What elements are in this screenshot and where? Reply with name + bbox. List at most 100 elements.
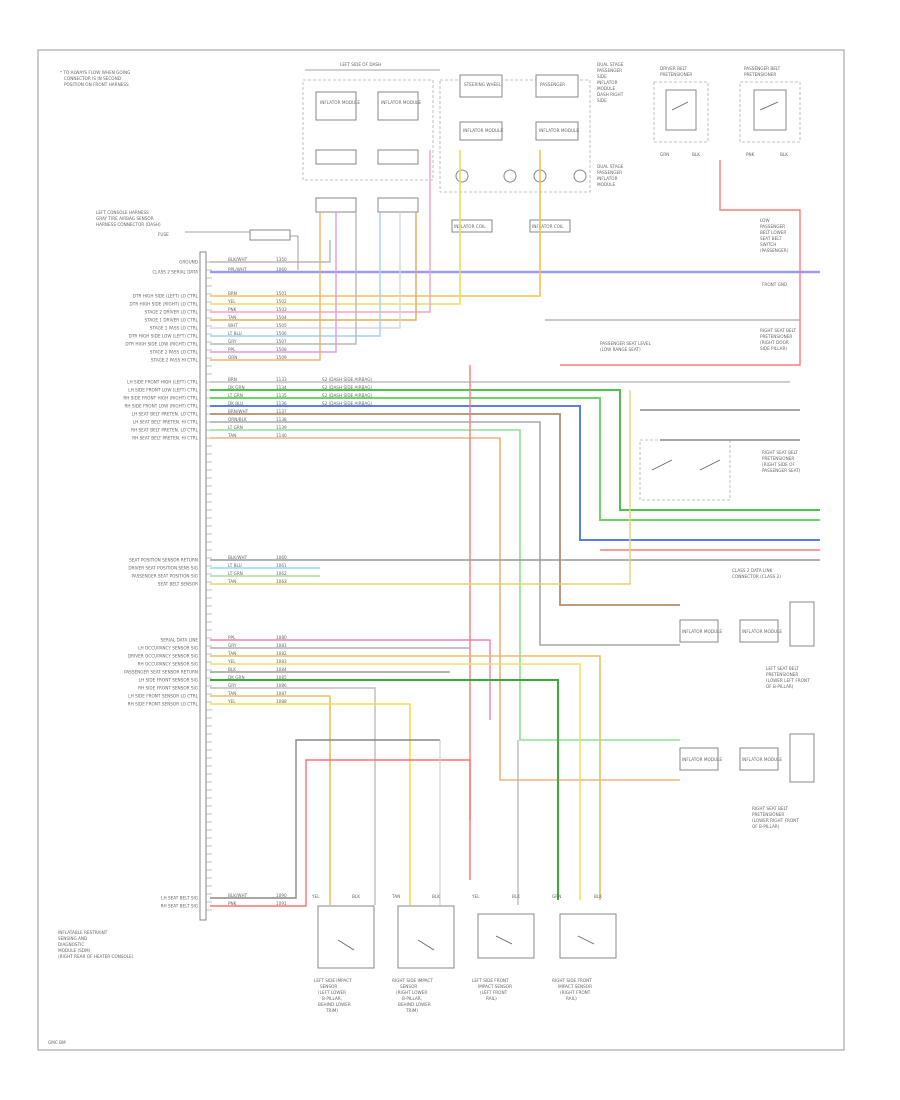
svg-text:(LEFT FRONT: (LEFT FRONT bbox=[480, 990, 508, 995]
circuit-number: 1504 bbox=[276, 315, 287, 320]
wire bbox=[210, 240, 331, 263]
svg-text:PRETENSIONER: PRETENSIONER bbox=[752, 812, 784, 817]
svg-text:PNK: PNK bbox=[746, 152, 755, 157]
svg-text:LEFT SIDE OF DASH: LEFT SIDE OF DASH bbox=[340, 62, 381, 67]
circuit-number: 1063 bbox=[276, 579, 287, 584]
passenger-belt-switch: PASSENGER BELT PRETENSIONER PNK BLK bbox=[739, 66, 801, 157]
circuit-number: 1060 bbox=[276, 267, 287, 272]
svg-text:RAIL): RAIL) bbox=[486, 996, 497, 1001]
svg-text:(RIGHT REAR OF HEATER CONSOLE): (RIGHT REAR OF HEATER CONSOLE) bbox=[58, 954, 134, 959]
svg-text:BLK: BLK bbox=[780, 152, 788, 157]
svg-text:CONNECTOR (CLASS 2): CONNECTOR (CLASS 2) bbox=[732, 574, 781, 579]
svg-text:DASH RIGHT: DASH RIGHT bbox=[597, 92, 624, 97]
pin-function-label: DTR HIGH SIDE (LEFT) LO CTRL bbox=[133, 294, 199, 299]
wire-color-code: TAN bbox=[227, 579, 236, 584]
svg-text:OF B-PILLAR): OF B-PILLAR) bbox=[766, 684, 794, 689]
svg-text:HARNESS CONNECTOR (DASH): HARNESS CONNECTOR (DASH) bbox=[96, 222, 161, 227]
wire-color-code: TAN bbox=[227, 433, 236, 438]
svg-text:IMPACT SENSOR: IMPACT SENSOR bbox=[558, 984, 592, 989]
svg-text:INFLATOR COIL: INFLATOR COIL bbox=[454, 224, 486, 229]
pin-function-label: DRIVER SEAT POSITION SENS SIG bbox=[128, 566, 198, 571]
svg-text:PRETENSIONER: PRETENSIONER bbox=[766, 672, 798, 677]
svg-text:DUAL STAGE: DUAL STAGE bbox=[597, 164, 624, 169]
wire-color-code: PPL bbox=[228, 347, 236, 352]
diagram-frame bbox=[37, 49, 845, 1051]
svg-text:(LOWER RIGHT FRONT: (LOWER RIGHT FRONT bbox=[752, 818, 799, 823]
pin-function-label: LH SEAT BELT PRETEN. HI CTRL bbox=[133, 420, 199, 425]
wire-color-code: BLK bbox=[228, 667, 236, 672]
pin-function-label: DTR HIGH SIDE (RIGHT) LO CTRL bbox=[130, 302, 199, 307]
wire-color-code: YEL bbox=[227, 699, 236, 704]
dash-side-inflator: DUAL STAGE PASSENGER SIDE INFLATOR MODUL… bbox=[597, 62, 624, 187]
wire bbox=[210, 390, 631, 585]
circuit-number: 1505 bbox=[276, 323, 287, 328]
module-title: INFLATABLE RESTRAINT SENSING AND DIAGNOS… bbox=[58, 930, 134, 959]
svg-text:BLK: BLK bbox=[692, 152, 700, 157]
circuit-number: 1136 bbox=[276, 401, 287, 406]
svg-text:GRAY TIRE AIRBAG SENSOR: GRAY TIRE AIRBAG SENSOR bbox=[96, 216, 154, 221]
left-side-impact-sensor: YEL BLK LEFT SIDE IMPACT SENSOR (LEFT LO… bbox=[311, 894, 375, 1013]
circuit-number: 1509 bbox=[276, 355, 287, 360]
wire bbox=[210, 759, 471, 907]
circuit-number: 1080 bbox=[276, 635, 287, 640]
svg-text:RIGHT SIDE FRONT: RIGHT SIDE FRONT bbox=[552, 978, 592, 983]
pin-function-label: STAGE 1 PASS LO CTRL bbox=[150, 326, 199, 331]
svg-text:INFLATOR MODULE: INFLATOR MODULE bbox=[682, 757, 722, 762]
svg-text:PRETENSIONER: PRETENSIONER bbox=[660, 72, 692, 77]
pin-function-label: SEAT POSITION SENSOR RETURN bbox=[129, 558, 198, 563]
svg-text:RIGHT SIDE IMPACT: RIGHT SIDE IMPACT bbox=[392, 978, 433, 983]
wire-color-code: DK GRN bbox=[228, 675, 245, 680]
svg-text:(RIGHT FRONT: (RIGHT FRONT bbox=[560, 990, 591, 995]
wire-color-code: BLK/WHT bbox=[228, 893, 248, 898]
svg-text:(RIGHT LOWER: (RIGHT LOWER bbox=[396, 990, 427, 995]
wire-color-code: LT GRN bbox=[228, 425, 243, 430]
pin-function-label: CLASS 2 SERIAL DATA bbox=[152, 270, 198, 275]
circuit-number: 1090 bbox=[276, 893, 287, 898]
pin-function-label: DTR HIGH SIDE LOW (RIGHT) CTRL bbox=[125, 342, 198, 347]
wire bbox=[210, 739, 440, 899]
wire-color-code: DK GRN bbox=[228, 385, 245, 390]
wire bbox=[210, 687, 376, 905]
svg-text:TRIM): TRIM) bbox=[325, 1008, 338, 1013]
svg-text:FUSE: FUSE bbox=[158, 232, 169, 237]
wire bbox=[210, 389, 820, 511]
circuit-number: 1140 bbox=[276, 433, 287, 438]
pin-function-label: PASSENGER SEAT SENSOR RETURN bbox=[124, 670, 198, 675]
svg-text:RIGHT SEAT BELT: RIGHT SEAT BELT bbox=[752, 806, 788, 811]
svg-text:FRONT GND: FRONT GND bbox=[762, 282, 787, 287]
wire-color-code: PNK bbox=[228, 901, 237, 906]
svg-text:TAN: TAN bbox=[391, 894, 400, 899]
wire bbox=[210, 655, 601, 900]
svg-text:SENSING AND: SENSING AND bbox=[58, 936, 87, 941]
svg-text:(LOW RANGE SEAT): (LOW RANGE SEAT) bbox=[600, 347, 641, 352]
svg-text:SIDE PILLAR): SIDE PILLAR) bbox=[760, 346, 787, 351]
pin-function-label: LH SIDE FRONT LOW (LEFT) CTRL bbox=[128, 388, 198, 393]
wire bbox=[210, 212, 337, 353]
circuit-number: 1086 bbox=[276, 683, 287, 688]
wire-color-code: PNK bbox=[228, 307, 237, 312]
svg-text:BELT LOWER: BELT LOWER bbox=[760, 230, 786, 235]
sdm-module bbox=[199, 251, 207, 921]
svg-text:(LOWER LEFT FRONT: (LOWER LEFT FRONT bbox=[766, 678, 810, 683]
circuit-number: 1501 bbox=[276, 291, 287, 296]
svg-text:(LEFT LOWER: (LEFT LOWER bbox=[318, 990, 346, 995]
svg-text:MODULE: MODULE bbox=[597, 86, 616, 91]
fuse-label: LEFT CONSOLE HARNESS GRAY TIRE AIRBAG SE… bbox=[96, 210, 299, 270]
splice-label: S2 (DASH SIDE AIRBAG) bbox=[322, 377, 372, 382]
svg-text:INFLATOR MODULE: INFLATOR MODULE bbox=[381, 100, 421, 105]
driver-belt-switch: DRIVER BELT PRETENSIONER GRN BLK bbox=[653, 66, 709, 157]
